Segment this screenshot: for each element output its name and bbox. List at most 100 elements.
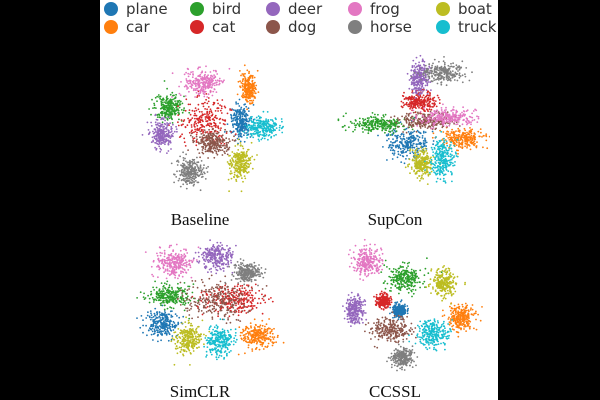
- point-horse: [436, 78, 438, 81]
- point-horse: [452, 66, 454, 68]
- point-cat: [195, 109, 198, 112]
- point-bird: [154, 96, 157, 99]
- point-bird: [384, 129, 387, 131]
- cluster-deer: [141, 113, 178, 154]
- point-dog: [223, 150, 226, 153]
- point-frog: [462, 119, 465, 122]
- point-boat: [234, 153, 237, 156]
- point-plane: [247, 120, 250, 123]
- point-truck: [263, 137, 266, 140]
- point-deer: [421, 58, 424, 61]
- point-bird: [168, 105, 171, 108]
- point-deer: [419, 54, 422, 57]
- point-boat: [228, 167, 231, 170]
- point-cat: [400, 100, 403, 103]
- point-truck: [262, 131, 265, 134]
- point-frog: [457, 118, 459, 121]
- point-frog: [223, 79, 225, 82]
- point-deer: [427, 81, 430, 83]
- point-horse: [419, 67, 422, 70]
- point-frog: [456, 116, 458, 119]
- point-bird: [166, 119, 169, 121]
- point-horse: [189, 163, 191, 166]
- point-cat: [216, 130, 219, 133]
- point-frog: [443, 111, 446, 114]
- point-truck: [262, 110, 265, 113]
- point-frog: [438, 118, 441, 120]
- point-bird: [363, 124, 366, 127]
- point-dog: [221, 139, 224, 142]
- point-dog: [231, 139, 234, 141]
- point-plane: [245, 105, 248, 108]
- point-cat: [218, 118, 221, 121]
- point-cat: [204, 101, 206, 104]
- point-car: [466, 139, 469, 141]
- point-cat: [224, 123, 226, 126]
- point-plane: [391, 146, 393, 149]
- point-plane: [409, 152, 412, 155]
- point-horse: [437, 75, 440, 78]
- point-frog: [202, 77, 205, 80]
- point-horse: [197, 161, 200, 164]
- point-boat: [235, 167, 238, 169]
- point-bird: [387, 126, 390, 128]
- point-truck: [247, 127, 250, 130]
- point-boat: [245, 154, 248, 156]
- point-dog: [215, 136, 218, 138]
- point-truck: [258, 134, 260, 136]
- point-car: [249, 99, 251, 102]
- point-boat: [422, 173, 425, 175]
- point-truck: [246, 126, 249, 128]
- point-frog: [429, 112, 432, 114]
- point-horse: [436, 65, 439, 67]
- point-frog: [463, 114, 466, 117]
- point-deer: [424, 84, 427, 87]
- point-deer: [428, 65, 431, 68]
- point-dog: [402, 131, 404, 133]
- point-bird: [362, 117, 364, 120]
- point-plane: [237, 134, 240, 136]
- point-truck: [256, 122, 259, 124]
- point-boat: [421, 159, 423, 162]
- point-boat: [241, 145, 244, 148]
- point-plane: [405, 127, 408, 130]
- point-boat: [237, 149, 240, 151]
- point-boat: [226, 161, 229, 163]
- point-bird: [355, 120, 357, 122]
- point-boat: [421, 158, 424, 160]
- point-car: [454, 133, 456, 136]
- legend-item-cat: cat: [190, 18, 235, 36]
- point-horse: [423, 74, 425, 77]
- point-dog: [225, 141, 228, 144]
- point-car: [467, 132, 470, 135]
- point-deer: [415, 88, 417, 90]
- cluster-frog: [409, 103, 480, 130]
- point-plane: [393, 154, 395, 156]
- point-deer: [154, 146, 156, 149]
- point-boat: [227, 178, 230, 181]
- point-horse: [178, 170, 181, 172]
- point-plane: [432, 140, 435, 142]
- legend-item-bird: bird: [190, 0, 241, 18]
- point-car: [251, 77, 254, 79]
- point-plane: [243, 122, 246, 125]
- point-plane: [236, 127, 239, 130]
- point-frog: [445, 106, 447, 109]
- point-plane: [418, 131, 421, 134]
- point-bird: [179, 102, 181, 104]
- point-plane: [413, 146, 416, 149]
- point-bird: [159, 95, 162, 98]
- point-deer: [410, 83, 413, 86]
- point-dog: [203, 129, 206, 131]
- point-boat: [233, 175, 235, 178]
- point-horse: [448, 69, 450, 71]
- point-bird: [156, 116, 159, 118]
- point-truck: [251, 121, 254, 123]
- point-boat: [244, 162, 247, 165]
- point-dog: [208, 139, 211, 141]
- point-dog: [192, 139, 194, 142]
- point-truck: [272, 125, 274, 128]
- point-boat: [420, 165, 422, 168]
- point-boat: [229, 173, 232, 175]
- point-cat: [202, 120, 204, 123]
